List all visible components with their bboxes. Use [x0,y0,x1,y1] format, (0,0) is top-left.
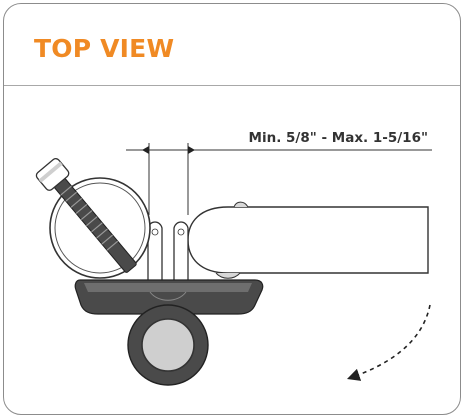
clamp-jaws [147,221,189,286]
knob-center [141,318,195,372]
square-beam [187,201,429,279]
clamp-bolt [35,158,137,273]
dimension-label: Min. 5/8" - Max. 1-5/16" [249,130,428,146]
rotation-arrow-icon [346,304,431,381]
dimension-callout: Min. 5/8" - Max. 1-5/16" [126,130,432,215]
clamp-knob [74,279,264,386]
dimension-arrow-right [188,146,195,154]
dimension-arrow-left [142,146,149,154]
panel-title: TOP VIEW [34,34,175,63]
panel-header: TOP VIEW [4,4,460,86]
